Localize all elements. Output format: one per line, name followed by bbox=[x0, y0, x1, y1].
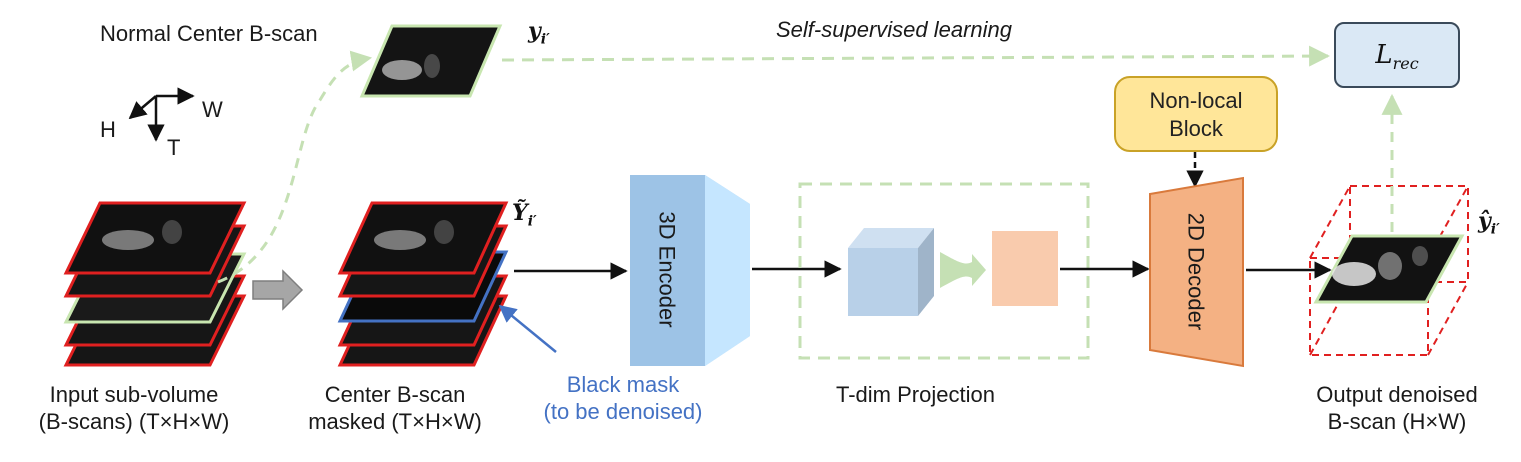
axes-gizmo bbox=[128, 87, 195, 142]
tdim-projection-arrow bbox=[940, 252, 986, 288]
skip-curve-to-target bbox=[217, 50, 373, 284]
masked-stack bbox=[337, 201, 509, 367]
input-subvolume-stack bbox=[63, 201, 247, 367]
self-supervised-line bbox=[501, 45, 1331, 67]
output-label: Output denoised B-scan (H×W) bbox=[1284, 381, 1510, 435]
nonlocal-block: Non-local Block bbox=[1114, 76, 1278, 152]
black-mask-arrow bbox=[498, 304, 557, 353]
input-label-line2: (B-scans) (T×H×W) bbox=[38, 409, 230, 434]
encoder-block bbox=[630, 175, 750, 366]
black-mask-line1: Black mask bbox=[566, 372, 680, 397]
axis-label-w: W bbox=[202, 97, 223, 122]
input-label-line1: Input sub-volume bbox=[49, 382, 219, 407]
self-supervised-label: Self-supervised learning bbox=[776, 17, 1013, 42]
normal-center-bscan bbox=[359, 24, 503, 98]
masked-input-symbol: Ỹi′ bbox=[512, 200, 537, 230]
tdim-projection-box bbox=[798, 182, 1090, 360]
axis-label-h: H bbox=[100, 117, 116, 142]
output-symbol: ŷi′ bbox=[1478, 208, 1500, 238]
nonlocal-line2: Block bbox=[1169, 116, 1223, 141]
black-mask-label: Black mask (to be denoised) bbox=[520, 371, 726, 425]
tdim-cube bbox=[848, 228, 934, 316]
output-bscan bbox=[1313, 234, 1465, 304]
output-label-line2: B-scan (H×W) bbox=[1327, 409, 1467, 434]
center-label-line2: masked (T×H×W) bbox=[308, 409, 482, 434]
center-label: Center B-scan masked (T×H×W) bbox=[290, 381, 500, 435]
black-mask-line2: (to be denoised) bbox=[543, 399, 703, 424]
tdim-projection-label: T-dim Projection bbox=[836, 382, 995, 407]
tdim-output-square bbox=[992, 231, 1058, 306]
input-scan-1 bbox=[63, 201, 247, 275]
grey-block-arrow bbox=[252, 269, 304, 311]
axis-label-t: T bbox=[167, 135, 181, 160]
input-label: Input sub-volume (B-scans) (T×H×W) bbox=[14, 381, 254, 435]
loss-box: Lrec bbox=[1334, 22, 1460, 88]
loss-symbol: Lrec bbox=[1375, 40, 1419, 74]
decoder-block bbox=[1149, 176, 1244, 368]
decoder-label: 2D Decoder bbox=[1183, 212, 1209, 331]
output-label-line1: Output denoised bbox=[1316, 382, 1478, 407]
nonlocal-line1: Non-local bbox=[1149, 88, 1243, 113]
normal-center-label: Normal Center B-scan bbox=[100, 21, 318, 46]
target-symbol: yi′ bbox=[528, 18, 550, 48]
encoder-label: 3D Encoder bbox=[654, 211, 680, 328]
center-label-line1: Center B-scan bbox=[324, 382, 466, 407]
